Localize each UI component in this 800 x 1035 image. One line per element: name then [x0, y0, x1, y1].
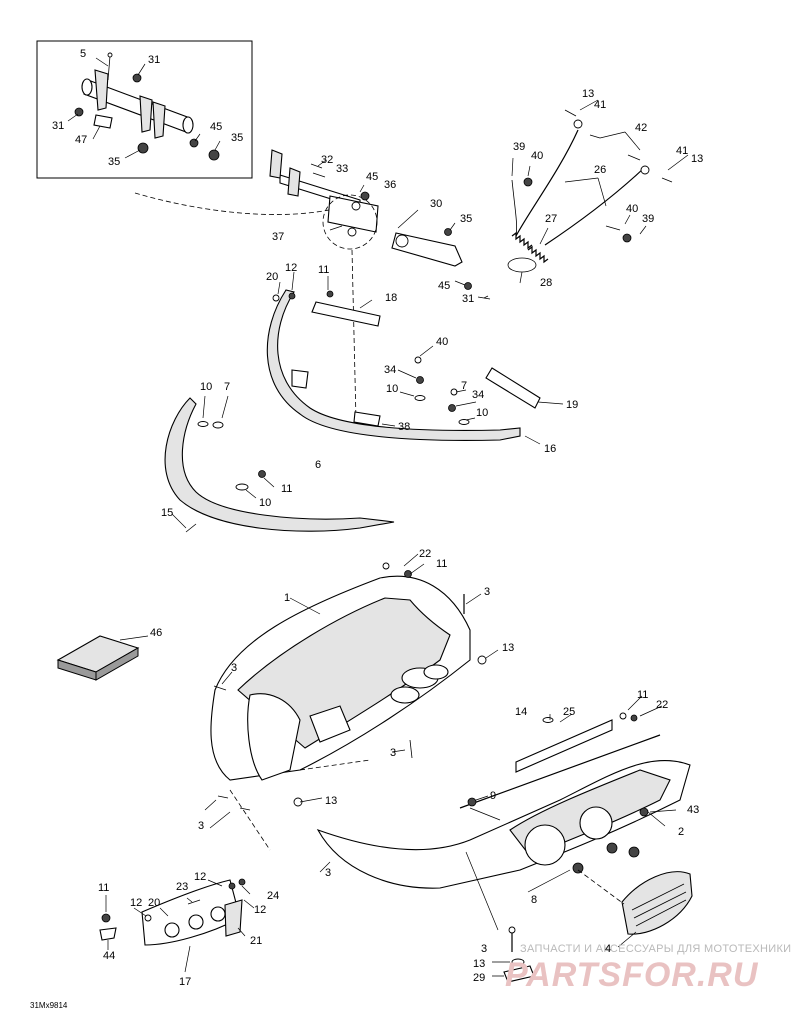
callout-label-34b: 34 — [472, 389, 484, 401]
callout-label-25: 25 — [563, 706, 575, 718]
callout-label-10d: 10 — [259, 497, 271, 509]
callout-label-32: 32 — [321, 154, 333, 166]
callout-label-7b: 7 — [224, 381, 230, 393]
front-bumper — [164, 395, 395, 533]
callout-label-12b: 12 — [194, 871, 206, 883]
callout-label-9: 9 — [490, 790, 496, 802]
callout-label-22a: 22 — [419, 548, 431, 560]
side-pan — [316, 695, 691, 931]
lower-bracket — [99, 878, 255, 973]
callout-label-5: 5 — [80, 48, 86, 60]
callout-label-45b: 45 — [366, 171, 378, 183]
callout-label-1: 1 — [284, 592, 290, 604]
bottom-clamp — [492, 926, 535, 983]
callout-label-10c: 10 — [200, 381, 212, 393]
watermark-logo: PARTSFOR.RU — [505, 956, 759, 994]
callout-label-3e: 3 — [325, 867, 331, 879]
callout-label-7a: 7 — [461, 380, 467, 392]
callout-label-20b: 20 — [148, 897, 160, 909]
callout-label-13e: 13 — [473, 958, 485, 970]
callout-label-22b: 22 — [656, 699, 668, 711]
callout-label-28: 28 — [540, 277, 552, 289]
callout-label-3d: 3 — [198, 820, 204, 832]
callout-label-11d: 11 — [637, 689, 648, 701]
callout-label-43: 43 — [687, 804, 699, 816]
callout-label-36: 36 — [384, 179, 396, 191]
callout-label-13c: 13 — [502, 642, 514, 654]
callout-label-40b: 40 — [626, 203, 638, 215]
watermark-text: ЗАПЧАСТИ И АКСЕССУАРЫ ДЛЯ МОТОТЕХНИКИ — [520, 943, 791, 955]
callout-label-15: 15 — [161, 507, 173, 519]
callout-label-41b: 41 — [676, 145, 688, 157]
callout-label-10b: 10 — [476, 407, 488, 419]
callout-label-45a: 45 — [210, 121, 222, 133]
callout-label-18: 18 — [385, 292, 397, 304]
callout-label-35a: 35 — [231, 132, 243, 144]
callout-label-3f: 3 — [481, 943, 487, 955]
callout-label-12d: 12 — [254, 904, 266, 916]
callout-label-13d: 13 — [325, 795, 337, 807]
callout-label-23: 23 — [176, 881, 188, 893]
callout-label-10a: 10 — [386, 383, 398, 395]
callout-label-35b: 35 — [108, 156, 120, 168]
callout-label-3c: 3 — [390, 747, 396, 759]
callout-label-44: 44 — [103, 950, 115, 962]
callout-label-40c: 40 — [436, 336, 448, 348]
callout-label-11c: 11 — [436, 558, 447, 570]
callout-label-24: 24 — [267, 890, 279, 902]
bumper-loop — [266, 271, 564, 445]
callout-label-47: 47 — [75, 134, 87, 146]
callout-label-40a: 40 — [531, 150, 543, 162]
callout-label-35c: 35 — [460, 213, 472, 225]
callout-label-31c: 31 — [462, 293, 474, 305]
detail-inset — [36, 40, 253, 179]
callout-label-11a: 11 — [318, 264, 329, 276]
callout-label-21: 21 — [250, 935, 262, 947]
callout-label-39a: 39 — [513, 141, 525, 153]
callout-label-4: 4 — [605, 943, 611, 955]
callout-label-3a: 3 — [484, 586, 490, 598]
callout-label-37: 37 — [272, 231, 284, 243]
callout-label-17: 17 — [179, 976, 191, 988]
callout-label-38: 38 — [398, 421, 410, 433]
callout-label-8: 8 — [531, 894, 537, 906]
callout-label-27: 27 — [545, 213, 557, 225]
foam-pad — [56, 635, 149, 681]
callout-label-46: 46 — [150, 627, 162, 639]
callout-label-31a: 31 — [148, 54, 160, 66]
callout-label-34a: 34 — [384, 364, 396, 376]
footrest — [577, 869, 693, 948]
callout-label-20a: 20 — [266, 271, 278, 283]
callout-label-41a: 41 — [594, 99, 606, 111]
callout-label-33: 33 — [336, 163, 348, 175]
belly-pan — [204, 553, 499, 851]
cable-spring-assembly — [507, 99, 689, 284]
callout-label-31b: 31 — [52, 120, 64, 132]
callout-label-42: 42 — [635, 122, 647, 134]
callout-label-29: 29 — [473, 972, 485, 984]
callout-label-11b: 11 — [281, 483, 292, 495]
callout-label-6: 6 — [315, 459, 321, 471]
diagram-ref: 31Mx9814 — [30, 1001, 68, 1010]
callout-label-3b: 3 — [231, 662, 237, 674]
callout-label-16: 16 — [544, 443, 556, 455]
callout-label-2: 2 — [678, 826, 684, 838]
callout-label-26: 26 — [594, 164, 606, 176]
steering-clamp-assembly — [269, 149, 491, 300]
callout-label-11e: 11 — [98, 882, 109, 894]
callout-label-45c: 45 — [438, 280, 450, 292]
callout-label-12c: 12 — [130, 897, 142, 909]
callout-label-19: 19 — [566, 399, 578, 411]
callout-label-14: 14 — [515, 706, 527, 718]
callout-label-13b: 13 — [691, 153, 703, 165]
callout-label-39b: 39 — [642, 213, 654, 225]
callout-label-12a: 12 — [285, 262, 297, 274]
callout-label-13a: 13 — [582, 88, 594, 100]
callout-label-30: 30 — [430, 198, 442, 210]
